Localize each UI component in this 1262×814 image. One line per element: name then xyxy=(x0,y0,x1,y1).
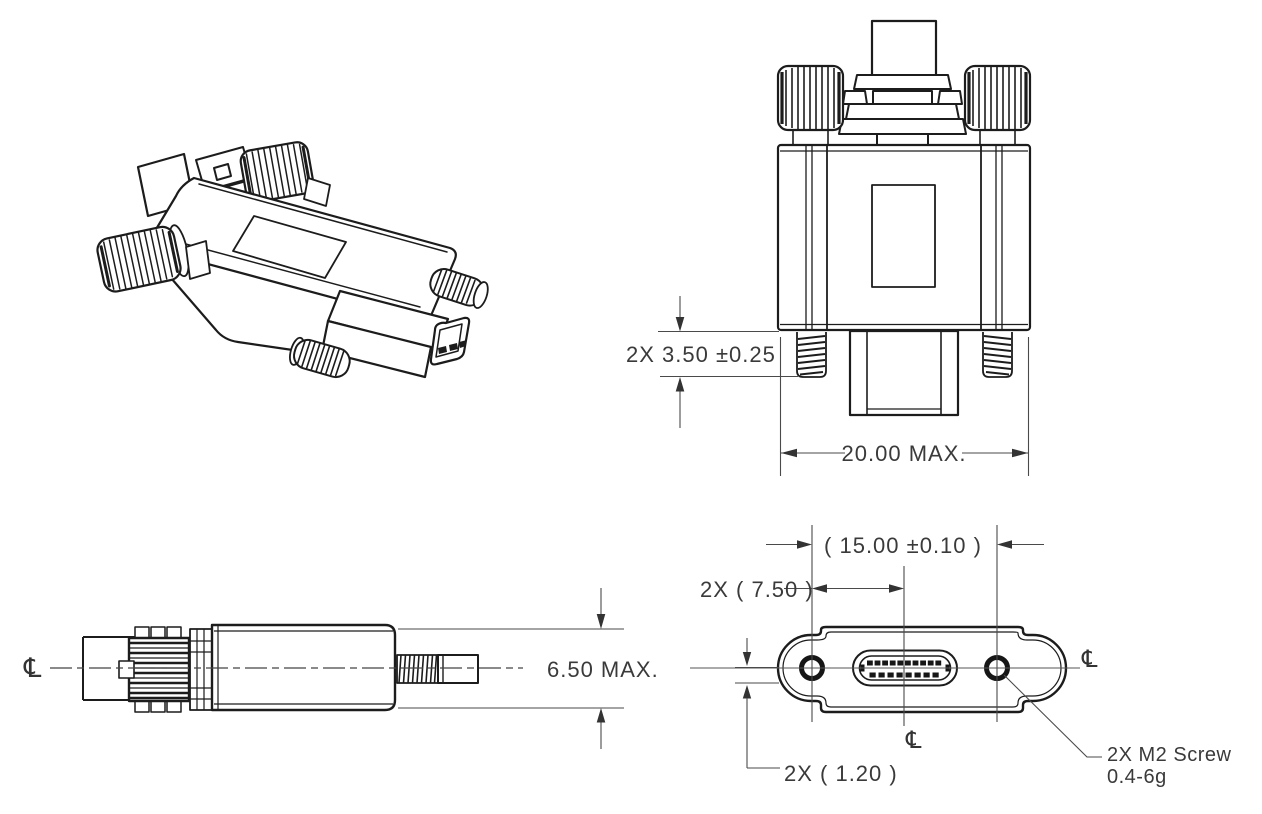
side-thumbscrew xyxy=(118,636,191,703)
iso-thumbscrew-back-stem xyxy=(303,177,331,207)
end-shell-inner xyxy=(782,631,1062,708)
centerline-symbol-end-bottom: ℄ xyxy=(906,726,923,754)
iso-stud-right xyxy=(429,268,489,309)
front-cable xyxy=(870,19,938,76)
iso-stud-front xyxy=(289,336,351,379)
iso-label-recess xyxy=(232,215,347,279)
dimension-overall-width: 20.00 MAX. xyxy=(841,441,967,466)
end-dimensions xyxy=(690,525,1102,769)
front-plug xyxy=(848,329,960,417)
side-plug xyxy=(437,654,479,684)
front-label-recess xyxy=(871,184,936,288)
isometric-view xyxy=(96,141,489,379)
front-stud-right xyxy=(982,332,1013,378)
centerline-symbol-side: ℄ xyxy=(24,653,43,684)
dimension-screw-protrusion: 2X 3.50 ±0.25 xyxy=(626,342,776,367)
side-relief-tabs xyxy=(134,626,182,713)
front-dimensions xyxy=(658,296,1030,476)
front-strain-relief xyxy=(838,74,967,146)
dimension-overall-height: 6.50 MAX. xyxy=(547,657,659,682)
screw-note-line2: 0.4-6g xyxy=(1107,766,1167,788)
end-screw-leader xyxy=(1003,674,1102,758)
centerline-symbol-end-right: ℄ xyxy=(1082,645,1099,673)
side-stud xyxy=(396,654,439,684)
iso-usbc-plug xyxy=(320,289,471,379)
iso-thumbscrew-front-stem xyxy=(185,240,211,280)
side-view xyxy=(50,588,624,749)
front-view xyxy=(658,19,1032,476)
front-stud-left xyxy=(796,332,827,378)
front-thumbscrew-left xyxy=(776,64,845,146)
iso-thumbscrew-front xyxy=(96,224,190,293)
end-view xyxy=(690,525,1102,769)
dimension-hole-offset: 2X ( 1.20 ) xyxy=(784,761,898,786)
dimension-hole-half-spacing: 2X ( 7.50 ) xyxy=(700,577,814,602)
side-collar xyxy=(189,628,213,711)
iso-thumbscrew-back xyxy=(239,141,315,203)
dimension-hole-spacing: ( 15.00 ±0.10 ) xyxy=(824,533,982,558)
front-body xyxy=(776,143,1032,332)
screw-note-line1: 2X M2 Screw xyxy=(1107,744,1232,766)
side-dimensions xyxy=(398,588,624,749)
front-thumbscrew-right xyxy=(963,64,1032,146)
